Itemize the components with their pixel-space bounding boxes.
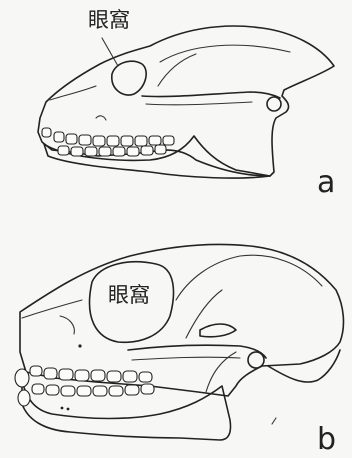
skull-a-orbit (112, 61, 146, 95)
skull-b-lower-incisor (18, 390, 30, 406)
skull-b-temporal-fossa (186, 290, 222, 338)
skull-a (38, 26, 334, 178)
orbit-label-a: 眼窩 (88, 10, 130, 31)
skull-b-lower-teeth (32, 384, 154, 396)
skull-b-zygomatic-arch (128, 345, 266, 358)
skull-b-foramen-1 (61, 407, 64, 410)
skull-b-postorbital (200, 324, 236, 337)
skull-b-zygomatic-lower (132, 357, 240, 360)
skull-b (15, 244, 343, 440)
skull-a-temporal-line (158, 54, 196, 86)
skull-b-infraorbital-foramen (78, 344, 81, 347)
skull-b-braincase-line (176, 255, 322, 300)
skull-b-snout-line (22, 300, 82, 318)
skull-a-zygomatic-arch (142, 92, 280, 98)
skull-b-nasal-line (60, 316, 74, 334)
figure-b-letter: b (317, 425, 336, 455)
skull-b-foramen-2 (67, 408, 70, 411)
skull-b-bulla (248, 352, 264, 368)
skull-a-mandible-detail (96, 116, 106, 120)
orbit-label-b: 眼窩 (108, 285, 150, 306)
skull-a-upper-teeth (42, 128, 174, 146)
skull-b-occipital (268, 350, 340, 382)
skull-b-upper-teeth (30, 366, 152, 382)
skull-a-zygomatic-lower (146, 102, 252, 105)
skull-a-braincase-line (160, 45, 290, 62)
skull-b-upper-incisor (15, 369, 29, 387)
figure-a-letter: a (317, 168, 335, 198)
skull-b-stray-mark (272, 418, 276, 424)
skull-a-bulla (267, 97, 281, 111)
